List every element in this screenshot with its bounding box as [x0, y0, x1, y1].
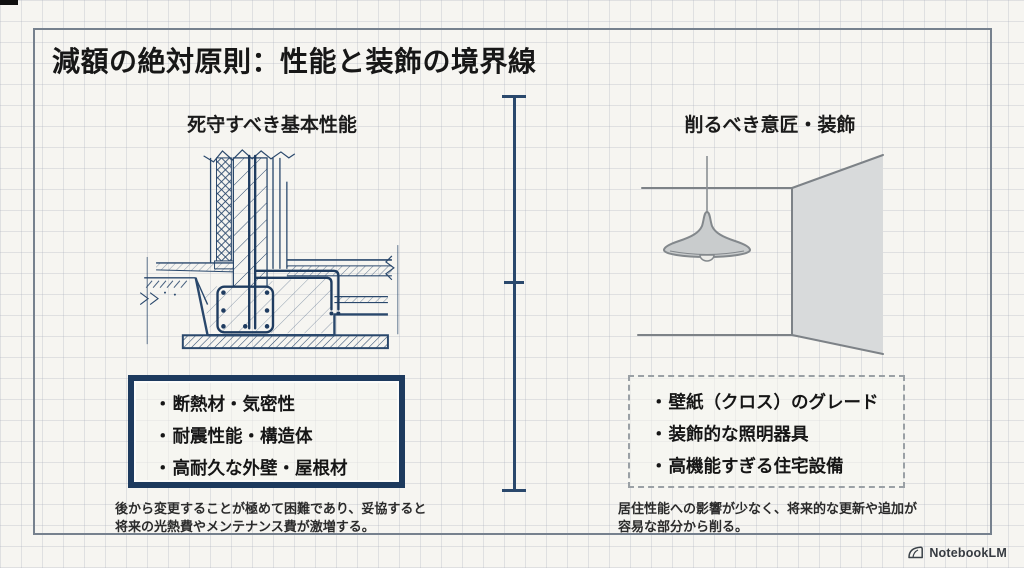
bullet: ・	[154, 458, 172, 478]
divider-bottom-cap	[502, 489, 526, 492]
slide-frame	[33, 28, 992, 535]
list-item-label: 断熱材・気密性	[172, 394, 296, 414]
bullet: ・	[650, 456, 668, 476]
bullet: ・	[154, 426, 172, 446]
notebooklm-label: NotebookLM	[929, 545, 1007, 560]
left-caption: 後から変更することが極めて困難であり、妥協すると将来の光熱費やメンテナンス費が激…	[115, 501, 427, 535]
list-item-label: 壁紙（クロス）のグレード	[668, 392, 879, 412]
bullet: ・	[650, 424, 668, 444]
foundation-section-illustration	[139, 149, 399, 350]
list-item: ・耐震性能・構造体	[150, 420, 391, 452]
list-item-label: 装飾的な照明器具	[668, 424, 809, 444]
list-item-label: 耐震性能・構造体	[172, 426, 313, 446]
divider-middle-tick	[504, 281, 524, 284]
notebooklm-logo-icon	[908, 546, 924, 559]
notebooklm-watermark: NotebookLM	[907, 545, 1007, 560]
page-title: 減額の絶対原則：性能と装飾の境界線	[52, 46, 537, 77]
list-item: ・断熱材・気密性	[150, 388, 391, 420]
keep-performance-box: ・断熱材・気密性・耐震性能・構造体・高耐久な外壁・屋根材	[128, 375, 405, 488]
list-item-label: 高機能すぎる住宅設備	[668, 456, 844, 476]
left-column-heading: 死守すべき基本性能	[187, 115, 357, 136]
list-item: ・高耐久な外壁・屋根材	[150, 452, 391, 484]
cut-decoration-box: ・壁紙（クロス）のグレード・装飾的な照明器具・高機能すぎる住宅設備	[628, 375, 905, 488]
divider-line	[512, 96, 516, 491]
list-item: ・装飾的な照明器具	[650, 418, 893, 450]
screen-corner-artifact	[0, 0, 18, 5]
bullet: ・	[650, 392, 668, 412]
right-column-heading: 削るべき意匠・装飾	[684, 115, 856, 136]
list-item: ・高機能すぎる住宅設備	[650, 450, 893, 482]
center-divider	[501, 95, 527, 492]
right-caption: 居住性能への影響が少なく、将来的な更新や追加が容易な部分から削る。	[618, 501, 918, 535]
divider-top-cap	[502, 95, 526, 98]
pendant-lamp-illustration	[637, 154, 884, 355]
bullet: ・	[154, 394, 172, 414]
list-item-label: 高耐久な外壁・屋根材	[172, 458, 348, 478]
list-item: ・壁紙（クロス）のグレード	[650, 386, 893, 418]
